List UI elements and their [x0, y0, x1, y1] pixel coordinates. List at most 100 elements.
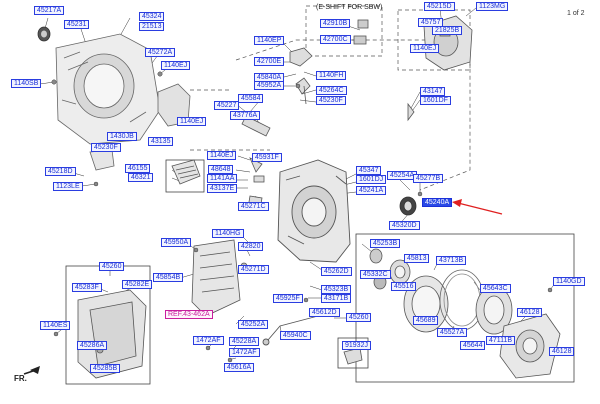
part-label[interactable]: 45277B: [413, 174, 444, 183]
part-label[interactable]: 45215D: [424, 2, 455, 11]
part-label[interactable]: 1123MG: [476, 2, 509, 11]
part-label[interactable]: 45950A: [161, 238, 192, 247]
part-label[interactable]: 45689: [413, 316, 439, 325]
part-label[interactable]: 45286A: [77, 341, 108, 350]
part-label[interactable]: 45644: [460, 341, 486, 350]
part-label[interactable]: 45332C: [360, 270, 391, 279]
part-label[interactable]: 1140HG: [212, 229, 244, 238]
part-label[interactable]: 1140EP: [254, 36, 285, 45]
part-label[interactable]: 45527A: [437, 328, 468, 337]
part-label[interactable]: 45854B: [153, 273, 184, 282]
part-label[interactable]: 42700C: [320, 35, 351, 44]
part-label[interactable]: 45612D: [309, 308, 340, 317]
reference-link[interactable]: REF.43-462A: [165, 310, 213, 319]
part-label[interactable]: 1140EJ: [161, 61, 191, 70]
part-label[interactable]: 46128: [549, 347, 575, 356]
transmission-housing: [55, 33, 161, 145]
eshift-group-title: (E-SHIFT FOR SBW): [316, 4, 383, 11]
part-label[interactable]: 45616A: [224, 363, 255, 372]
clutch-group-box: [355, 233, 575, 383]
part-label[interactable]: 43147: [420, 87, 446, 96]
part-label[interactable]: 1140EJ: [177, 117, 207, 126]
part-label[interactable]: 43776A: [230, 111, 261, 120]
part-label[interactable]: 1601DJ: [356, 175, 387, 184]
part-label[interactable]: 46155: [125, 164, 151, 173]
part-label[interactable]: 1141AA: [207, 174, 238, 183]
part-label[interactable]: 21513: [139, 22, 165, 31]
part-label[interactable]: 42700E: [254, 57, 285, 66]
part-label[interactable]: 45324: [139, 12, 165, 21]
part-label[interactable]: 45272A: [145, 48, 176, 57]
main-case: [277, 159, 351, 263]
part-label[interactable]: 45252A: [238, 320, 269, 329]
part-label[interactable]: 45516: [391, 282, 417, 291]
part-label[interactable]: 45813: [404, 254, 430, 263]
part-label[interactable]: 45931F: [252, 153, 282, 162]
part-label[interactable]: 45285B: [90, 364, 121, 373]
part-label[interactable]: 45271C: [238, 202, 269, 211]
part-label[interactable]: 21825B: [432, 26, 463, 35]
part-label[interactable]: 45260: [346, 313, 372, 322]
front-direction-arrow: [23, 366, 40, 375]
part-label[interactable]: 45283F: [72, 283, 102, 292]
part-label[interactable]: 45584: [238, 94, 264, 103]
eshift-parts: [289, 19, 369, 105]
part-label[interactable]: 1601DF: [420, 96, 451, 105]
part-label[interactable]: 45227: [214, 101, 240, 110]
part-label[interactable]: 45217A: [34, 6, 65, 15]
part-label[interactable]: 47111B: [486, 336, 516, 345]
part-label[interactable]: 1140SB: [11, 79, 42, 88]
target-seal-ring: [399, 196, 417, 216]
part-label[interactable]: 1140FH: [316, 71, 347, 80]
part-label[interactable]: 45262D: [321, 267, 352, 276]
part-label[interactable]: 1430JB: [107, 132, 137, 141]
eshift-group-box: [305, 5, 383, 57]
part-label[interactable]: 45347: [356, 166, 382, 175]
front-direction-label: FR.: [14, 374, 27, 383]
center-group-outline: [235, 39, 471, 191]
part-label[interactable]: 1123LE: [53, 182, 83, 191]
part-label[interactable]: 45282E: [122, 280, 153, 289]
part-label[interactable]: 45231: [64, 20, 90, 29]
part-label[interactable]: 1140EJ: [410, 44, 440, 53]
part-label[interactable]: 45757: [418, 18, 444, 27]
part-label[interactable]: 45228A: [229, 337, 260, 346]
part-label[interactable]: 45241A: [356, 186, 387, 195]
valve-body: [191, 239, 248, 317]
oil-filter: [171, 159, 201, 185]
part-label[interactable]: 43171B: [321, 294, 352, 303]
part-label hl[interactable]: 45240A: [422, 198, 453, 207]
part-label[interactable]: 45323B: [321, 285, 352, 294]
parking-rod: [262, 315, 319, 346]
part-label[interactable]: 91932J: [342, 341, 371, 350]
highlight-pointer-arrow: [452, 199, 503, 215]
part-label[interactable]: 45230F: [316, 96, 346, 105]
part-label[interactable]: 45264C: [316, 86, 347, 95]
part-label[interactable]: 1140ES: [40, 321, 71, 330]
part-label[interactable]: 46321: [128, 173, 154, 182]
part-label[interactable]: 46128: [517, 308, 543, 317]
part-label[interactable]: 48648: [208, 165, 234, 174]
part-label[interactable]: 1140GD: [553, 277, 585, 286]
part-label[interactable]: 45271D: [238, 265, 269, 274]
part-label[interactable]: 1472AF: [229, 348, 260, 357]
part-label[interactable]: 45940C: [280, 331, 311, 340]
part-label[interactable]: 42910B: [320, 19, 351, 28]
part-label[interactable]: 45925F: [273, 294, 303, 303]
part-label[interactable]: 45320D: [389, 221, 420, 230]
part-label[interactable]: 45253B: [370, 239, 401, 248]
part-label[interactable]: 45230F: [91, 143, 121, 152]
page-indicator: 1 of 2: [567, 10, 585, 17]
part-label[interactable]: 45218D: [45, 167, 76, 176]
part-label[interactable]: 45952A: [254, 81, 285, 90]
bracket-part: [89, 83, 191, 171]
part-label[interactable]: 45643C: [480, 284, 511, 293]
part-label[interactable]: 1472AF: [193, 336, 224, 345]
oil-pan: [77, 289, 147, 379]
part-label[interactable]: 43135: [148, 137, 174, 146]
part-label[interactable]: 43713B: [436, 256, 467, 265]
part-label[interactable]: 43137E: [207, 184, 238, 193]
part-label[interactable]: 1140EJ: [207, 151, 237, 160]
part-label[interactable]: 45260: [99, 262, 125, 271]
part-label[interactable]: 42820: [238, 242, 264, 251]
